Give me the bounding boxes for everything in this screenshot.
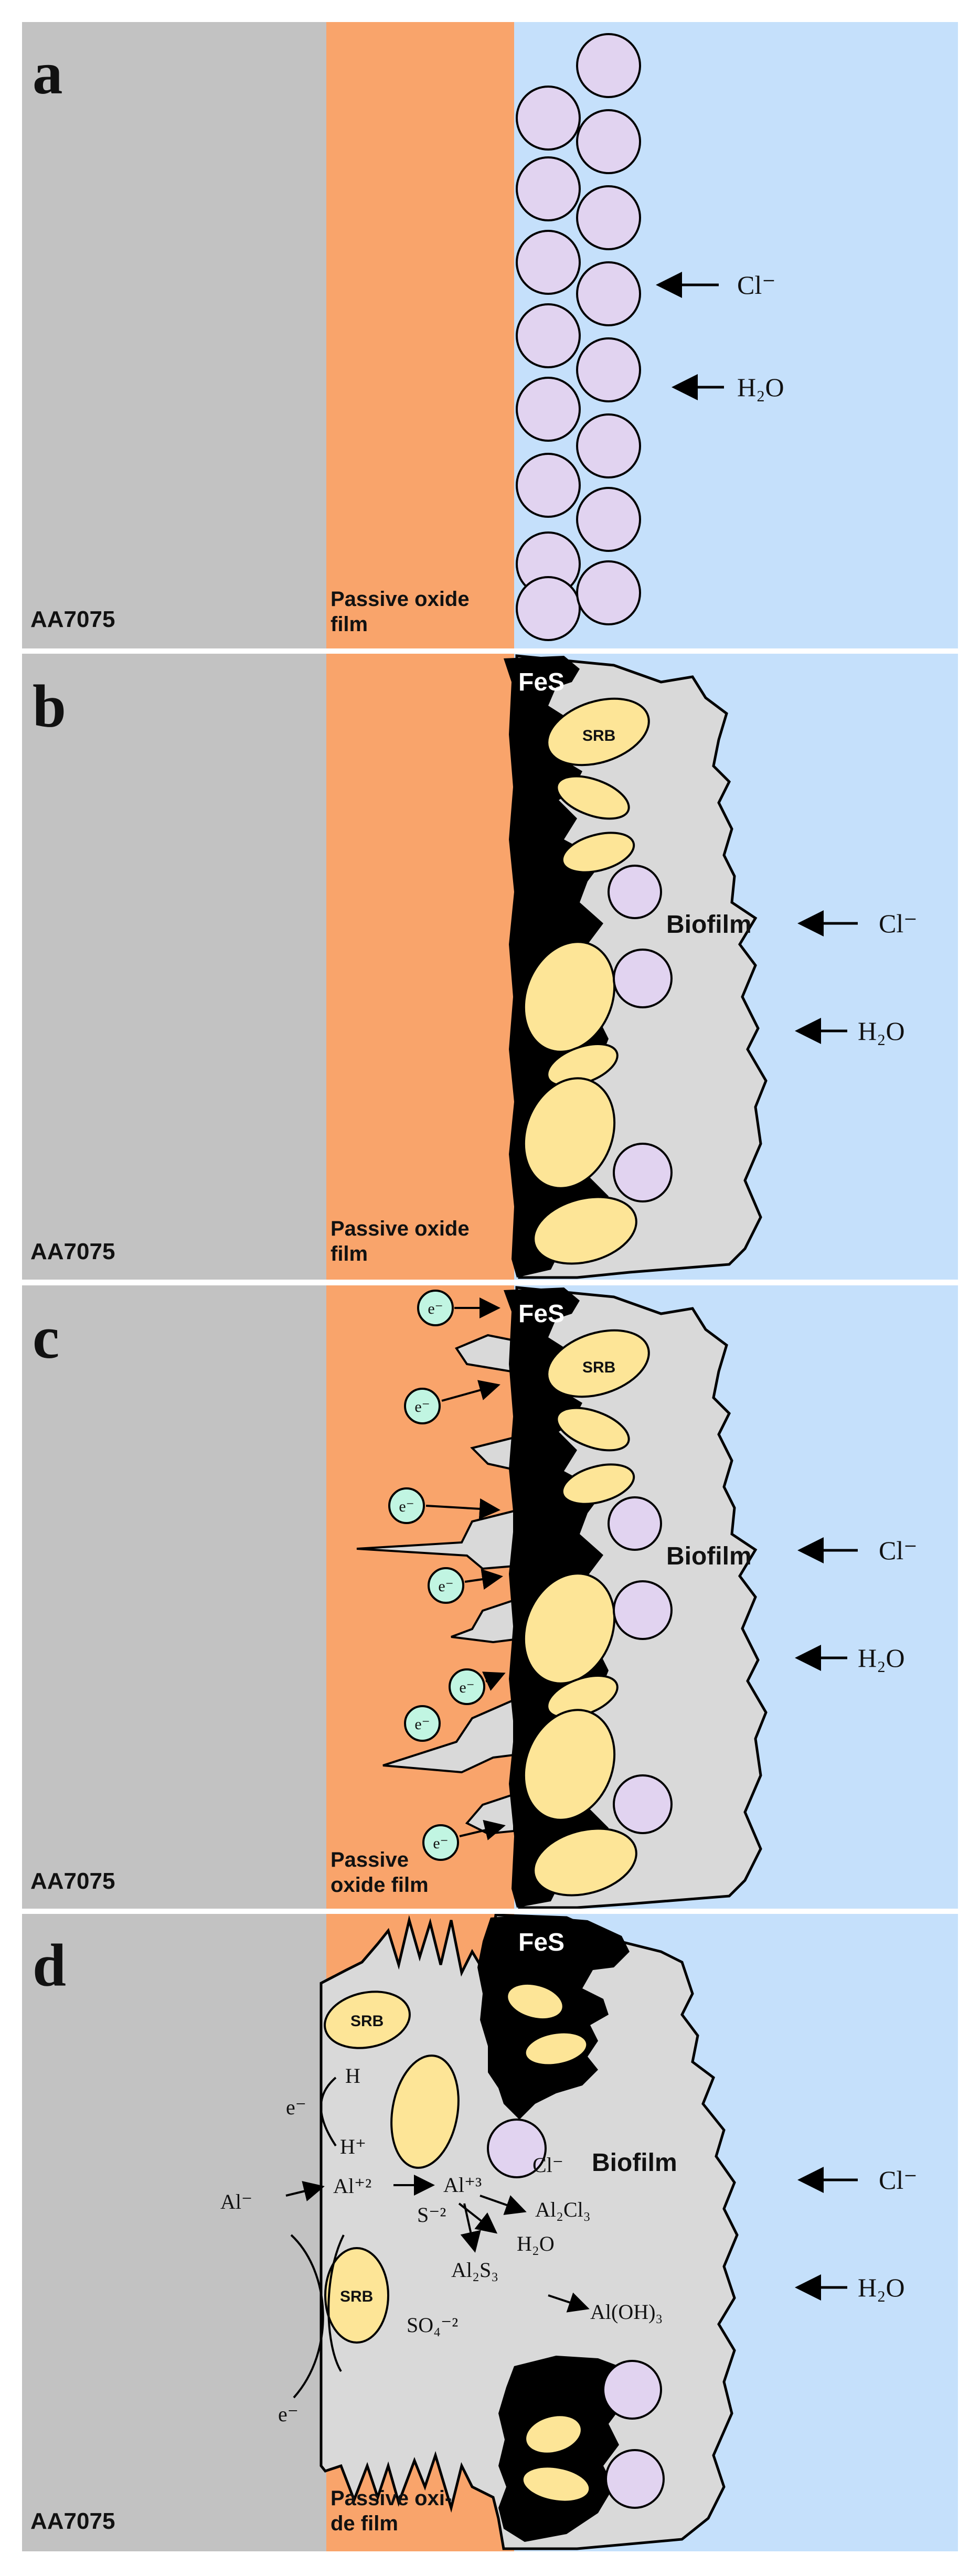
film-label-a-line1: Passive oxide bbox=[331, 588, 470, 611]
passive-oxide-film bbox=[326, 22, 514, 648]
ion-cl-a: Cl⁻ bbox=[737, 270, 776, 300]
electron-7: e⁻ bbox=[422, 1819, 506, 1861]
film-label-a-line2: film bbox=[331, 613, 368, 636]
svg-text:e⁻: e⁻ bbox=[428, 1300, 443, 1317]
reaction-paths-d bbox=[285, 2077, 590, 2399]
fes-label-d: FeS bbox=[518, 1929, 564, 1956]
srb-cells-c bbox=[523, 1329, 650, 1897]
svg-text:e⁻: e⁻ bbox=[438, 1578, 453, 1595]
electron-5: e⁻ bbox=[449, 1668, 506, 1705]
species-h-plus: H⁺ bbox=[340, 2135, 366, 2158]
film-label-d-line2: de film bbox=[331, 2512, 398, 2535]
ion-balls-b bbox=[608, 865, 673, 1202]
metal-substrate bbox=[22, 1285, 326, 1909]
ion-cl-b: Cl⁻ bbox=[879, 909, 918, 938]
biofilm-label-b: Biofilm bbox=[666, 911, 752, 939]
ion-balls-d bbox=[487, 2119, 665, 2509]
electron-4: e⁻ bbox=[428, 1567, 503, 1604]
film-label-b-line1: Passive oxide bbox=[331, 1217, 470, 1240]
species-al2s3: Al₂S₃ bbox=[451, 2258, 498, 2282]
svg-text:e⁻: e⁻ bbox=[414, 1716, 430, 1733]
electron-1: e⁻ bbox=[417, 1290, 500, 1326]
fes-label-b: FeS bbox=[518, 668, 564, 696]
ion-h2o-b: H₂O bbox=[858, 1016, 905, 1046]
srb-label-d-top: SRB bbox=[350, 2013, 384, 2030]
ion-h2o-d: H₂O bbox=[858, 2273, 905, 2302]
biofilm-label-c: Biofilm bbox=[666, 1542, 752, 1570]
svg-text:e⁻: e⁻ bbox=[414, 1398, 430, 1415]
biofilm-label-d: Biofilm bbox=[592, 2149, 677, 2177]
panel-d: d AA7075 Passive oxi- de film FeS SRB SR… bbox=[22, 1913, 958, 2551]
species-al2cl3: Al₂Cl₃ bbox=[535, 2198, 591, 2221]
fes-label-c: FeS bbox=[518, 1300, 564, 1328]
ion-cl-d: Cl⁻ bbox=[879, 2165, 918, 2195]
electron-3: e⁻ bbox=[388, 1487, 500, 1524]
film-label-b-line2: film bbox=[331, 1242, 368, 1265]
species-s2: S⁻² bbox=[417, 2203, 446, 2227]
electron-label-top: e⁻ bbox=[286, 2095, 306, 2119]
panel-b: b AA7075 Passive oxide film FeS SRB Biof… bbox=[22, 654, 958, 1280]
panel-letter-a: a bbox=[33, 40, 63, 107]
srb-label-c: SRB bbox=[582, 1359, 615, 1376]
passive-oxide-film bbox=[326, 654, 514, 1280]
ion-al2: Al⁺² bbox=[333, 2174, 371, 2198]
species-so4: SO₄⁻² bbox=[407, 2313, 458, 2337]
srb-label-b: SRB bbox=[582, 727, 615, 744]
panel-a: a AA7075 Passive oxide film Cl⁻ H₂O bbox=[22, 22, 958, 648]
substrate-label-d: AA7075 bbox=[30, 2508, 115, 2534]
film-label-c-line1: Passive bbox=[331, 1848, 409, 1871]
metal-substrate bbox=[22, 1914, 326, 2551]
srb-cells-d bbox=[324, 1982, 591, 2503]
ion-cl-c: Cl⁻ bbox=[879, 1536, 918, 1565]
species-cl: Cl⁻ bbox=[532, 2153, 563, 2177]
film-label-d-line1: Passive oxi- bbox=[331, 2487, 452, 2510]
panel-separators bbox=[22, 648, 958, 1914]
ion-al-minus: Al⁻ bbox=[220, 2190, 252, 2213]
panel-letter-b: b bbox=[33, 673, 66, 740]
svg-text:e⁻: e⁻ bbox=[399, 1498, 414, 1515]
ion-h2o-c: H₂O bbox=[858, 1643, 905, 1673]
electrons-c: e⁻ e⁻ e⁻ e⁻ e⁻ e⁻ e⁻ bbox=[388, 1290, 506, 1861]
metal-substrate bbox=[22, 654, 326, 1280]
species-h2o: H₂O bbox=[517, 2232, 555, 2255]
species-h: H bbox=[345, 2064, 360, 2088]
srb-label-d-bottom: SRB bbox=[340, 2288, 373, 2305]
panel-letter-c: c bbox=[33, 1304, 59, 1371]
ion-h2o-a: H₂O bbox=[737, 372, 784, 402]
ion-balls bbox=[516, 33, 641, 641]
electron-6: e⁻ bbox=[404, 1705, 441, 1742]
ion-al3: Al⁺³ bbox=[443, 2173, 482, 2197]
ion-balls-c bbox=[608, 1496, 673, 1834]
srb-cells-b bbox=[523, 697, 650, 1265]
panel-c: e⁻ e⁻ e⁻ e⁻ e⁻ e⁻ e⁻ c AA7075 Passive ox… bbox=[22, 1285, 958, 1909]
substrate-label-a: AA7075 bbox=[30, 606, 115, 632]
film-label-c-line2: oxide film bbox=[331, 1874, 429, 1897]
panel-letter-d: d bbox=[33, 1932, 66, 1999]
metal-substrate bbox=[22, 22, 326, 648]
species-aloh3: Al(OH)₃ bbox=[590, 2300, 663, 2324]
svg-text:e⁻: e⁻ bbox=[433, 1835, 448, 1852]
electron-2: e⁻ bbox=[404, 1380, 500, 1424]
electron-label-bottom: e⁻ bbox=[278, 2402, 299, 2426]
substrate-label-c: AA7075 bbox=[30, 1868, 115, 1894]
substrate-label-b: AA7075 bbox=[30, 1239, 115, 1264]
svg-text:e⁻: e⁻ bbox=[459, 1679, 474, 1696]
